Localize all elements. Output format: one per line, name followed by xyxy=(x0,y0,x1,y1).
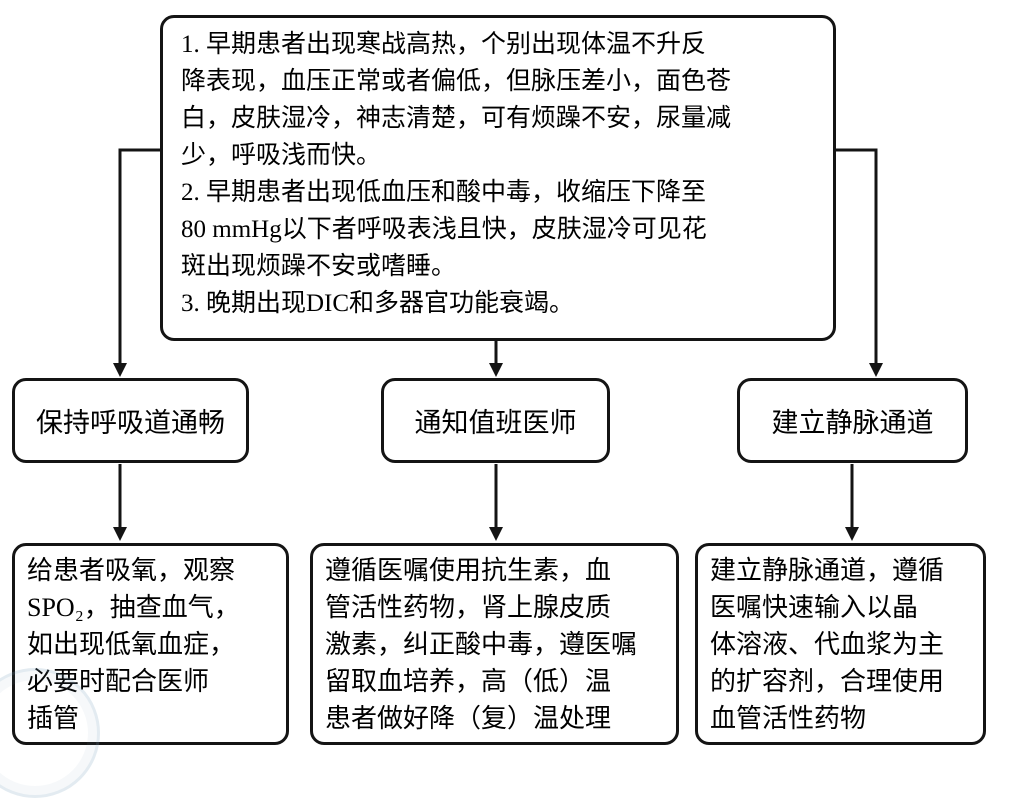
action-iv-fluids-text: 建立静脉通道，遵循 医嘱快速输入以晶 体溶液、代血浆为主 的扩容剂，合理使用 血… xyxy=(710,556,945,733)
arrow-symptoms-to-iv xyxy=(836,148,883,377)
step-airway-label: 保持呼吸道通畅 xyxy=(36,408,225,438)
step-notify-doctor-box: 通知值班医师 xyxy=(381,378,610,463)
step-airway-box: 保持呼吸道通畅 xyxy=(12,378,249,463)
action-doctor-orders-text: 遵循医嘱使用抗生素，血 管活性药物，肾上腺皮质 激素，纠正酸中毒，遵医嘱 留取血… xyxy=(325,556,638,733)
symptoms-box: 1. 早期患者出现寒战高热，个别出现体温不升反 降表现，血压正常或者偏低，但脉压… xyxy=(160,15,836,341)
step-iv-access-label: 建立静脉通道 xyxy=(771,408,934,438)
symptoms-text: 1. 早期患者出现寒战高热，个别出现体温不升反 降表现，血压正常或者偏低，但脉压… xyxy=(181,31,732,317)
step-iv-access-box: 建立静脉通道 xyxy=(737,378,968,463)
action-doctor-orders-box: 遵循医嘱使用抗生素，血 管活性药物，肾上腺皮质 激素，纠正酸中毒，遵医嘱 留取血… xyxy=(310,543,679,745)
step-notify-doctor-label: 通知值班医师 xyxy=(414,408,577,438)
action-iv-fluids-box: 建立静脉通道，遵循 医嘱快速输入以晶 体溶液、代血浆为主 的扩容剂，合理使用 血… xyxy=(695,543,986,745)
flowchart: 1. 早期患者出现寒战高热，个别出现体温不升反 降表现，血压正常或者偏低，但脉压… xyxy=(0,15,986,798)
arrow-symptoms-to-airway xyxy=(113,148,160,377)
